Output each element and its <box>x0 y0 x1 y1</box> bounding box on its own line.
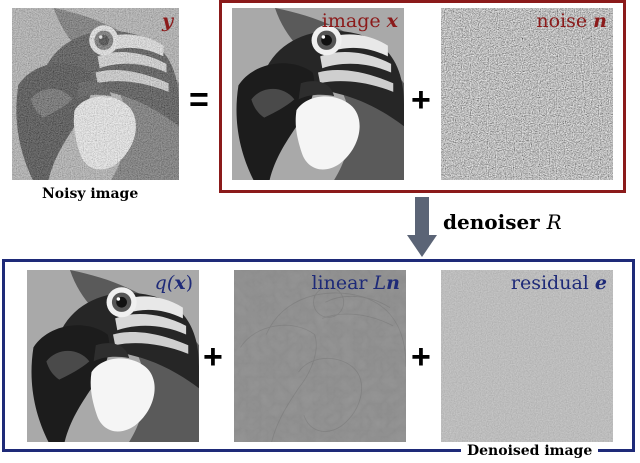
noise-panel: noise n <box>441 8 613 180</box>
residual-panel: residual e <box>441 270 613 442</box>
q-close: ) <box>186 272 193 294</box>
arrow-down-icon <box>406 197 438 259</box>
plus-sign-bottom-left: + <box>203 340 223 374</box>
q-symbol: x <box>174 272 185 294</box>
linear-n: n <box>386 272 400 294</box>
denoiser-word: denoiser <box>443 210 547 234</box>
linear-L: L <box>374 272 387 294</box>
q-label: q(x) <box>155 272 193 294</box>
plus-sign-bottom-right: + <box>411 340 431 374</box>
q-image-panel: q(x) <box>27 270 199 442</box>
linear-label: linear Ln <box>311 272 400 294</box>
noisy-label: y <box>162 10 173 32</box>
clean-image-panel: image x <box>232 8 404 180</box>
residual-word: residual <box>511 272 595 294</box>
image-label: image x <box>322 10 398 32</box>
noise-texture <box>441 270 613 442</box>
noise-symbol: n <box>593 10 607 32</box>
image-word: image <box>322 10 387 32</box>
denoised-caption: Denoised image <box>461 443 598 459</box>
edge-texture <box>234 270 406 442</box>
noise-word: noise <box>536 10 593 32</box>
linear-word: linear <box>311 272 373 294</box>
q-open: q( <box>155 272 175 294</box>
noisy-image: y <box>12 8 179 180</box>
noisy-caption: Noisy image <box>42 186 138 202</box>
parrot-image <box>27 270 199 442</box>
noisy-symbol: y <box>162 10 173 32</box>
plus-sign-top: + <box>411 83 431 117</box>
residual-label: residual e <box>511 272 607 294</box>
denoiser-symbol: R <box>547 210 562 234</box>
parrot-image <box>232 8 404 180</box>
linear-panel: linear Ln <box>234 270 406 442</box>
denoiser-label: denoiser R <box>443 210 562 234</box>
noise-label: noise n <box>536 10 607 32</box>
equals-sign: = <box>189 83 209 117</box>
image-symbol: x <box>387 10 398 32</box>
residual-symbol: e <box>595 272 607 294</box>
noise-texture <box>441 8 613 180</box>
parrot-image <box>12 8 179 180</box>
